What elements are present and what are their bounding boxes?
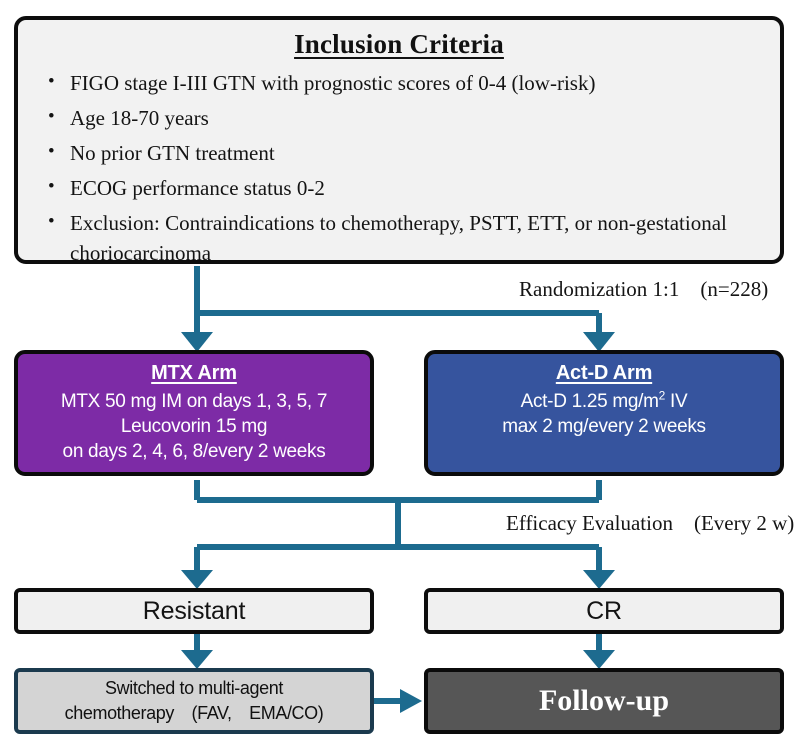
arrowhead-cr	[583, 570, 615, 589]
criteria-item: FIGO stage I-III GTN with prognostic sco…	[44, 67, 762, 98]
inclusion-criteria-list: FIGO stage I-III GTN with prognostic sco…	[18, 67, 780, 268]
arrowhead-resistant	[181, 570, 213, 589]
mtx-arm-title: MTX Arm	[151, 362, 237, 384]
switched-line-2: chemotherapy (FAV, EMA/CO)	[64, 703, 324, 723]
actd-dose-superscript: 2	[658, 388, 666, 403]
mtx-arm-line-1: MTX 50 mg IM on days 1, 3, 5, 7	[60, 391, 328, 412]
criteria-item: Age 18-70 years	[44, 102, 762, 133]
arrowhead-followup-top	[583, 650, 615, 669]
actd-arm-title: Act-D Arm	[555, 362, 653, 384]
switched-line-1: Switched to multi-agent	[105, 678, 283, 698]
actd-arm-box: Act-D Arm Act-D 1.25 mg/m2 IV max 2 mg/e…	[424, 350, 784, 476]
actd-arm-line-1: Act-D 1.25 mg/m2 IV	[428, 389, 780, 414]
arrowhead-actd	[583, 332, 615, 352]
arrowhead-mtx	[181, 332, 213, 352]
switched-to-multiagent-box: Switched to multi-agent chemotherapy (FA…	[14, 668, 374, 734]
criteria-item: ECOG performance status 0-2	[44, 172, 762, 203]
criteria-item: Exclusion: Contraindications to chemothe…	[44, 207, 762, 268]
actd-dose-post: IV	[665, 391, 688, 412]
mtx-arm-line-3: on days 2, 4, 6, 8/every 2 weeks	[62, 441, 326, 462]
arrowhead-switched	[181, 650, 213, 669]
inclusion-criteria-box: Inclusion Criteria FIGO stage I-III GTN …	[14, 16, 784, 265]
mtx-arm-line-2: Leucovorin 15 mg	[120, 416, 268, 437]
criteria-item: No prior GTN treatment	[44, 137, 762, 168]
cr-outcome-box: CR	[424, 588, 784, 634]
inclusion-criteria-title: Inclusion Criteria	[294, 29, 504, 59]
mtx-arm-box: MTX Arm MTX 50 mg IM on days 1, 3, 5, 7 …	[14, 350, 374, 476]
arrowhead-followup-left	[400, 689, 422, 713]
resistant-outcome-box: Resistant	[14, 588, 374, 634]
followup-box: Follow-up	[424, 668, 784, 734]
efficacy-evaluation-label: Efficacy Evaluation (Every 2 w)	[506, 511, 795, 535]
actd-arm-line-2: max 2 mg/every 2 weeks	[502, 416, 706, 437]
randomization-label: Randomization 1:1 (n=228)	[519, 277, 769, 301]
actd-dose-pre: Act-D 1.25 mg/m	[520, 391, 659, 412]
